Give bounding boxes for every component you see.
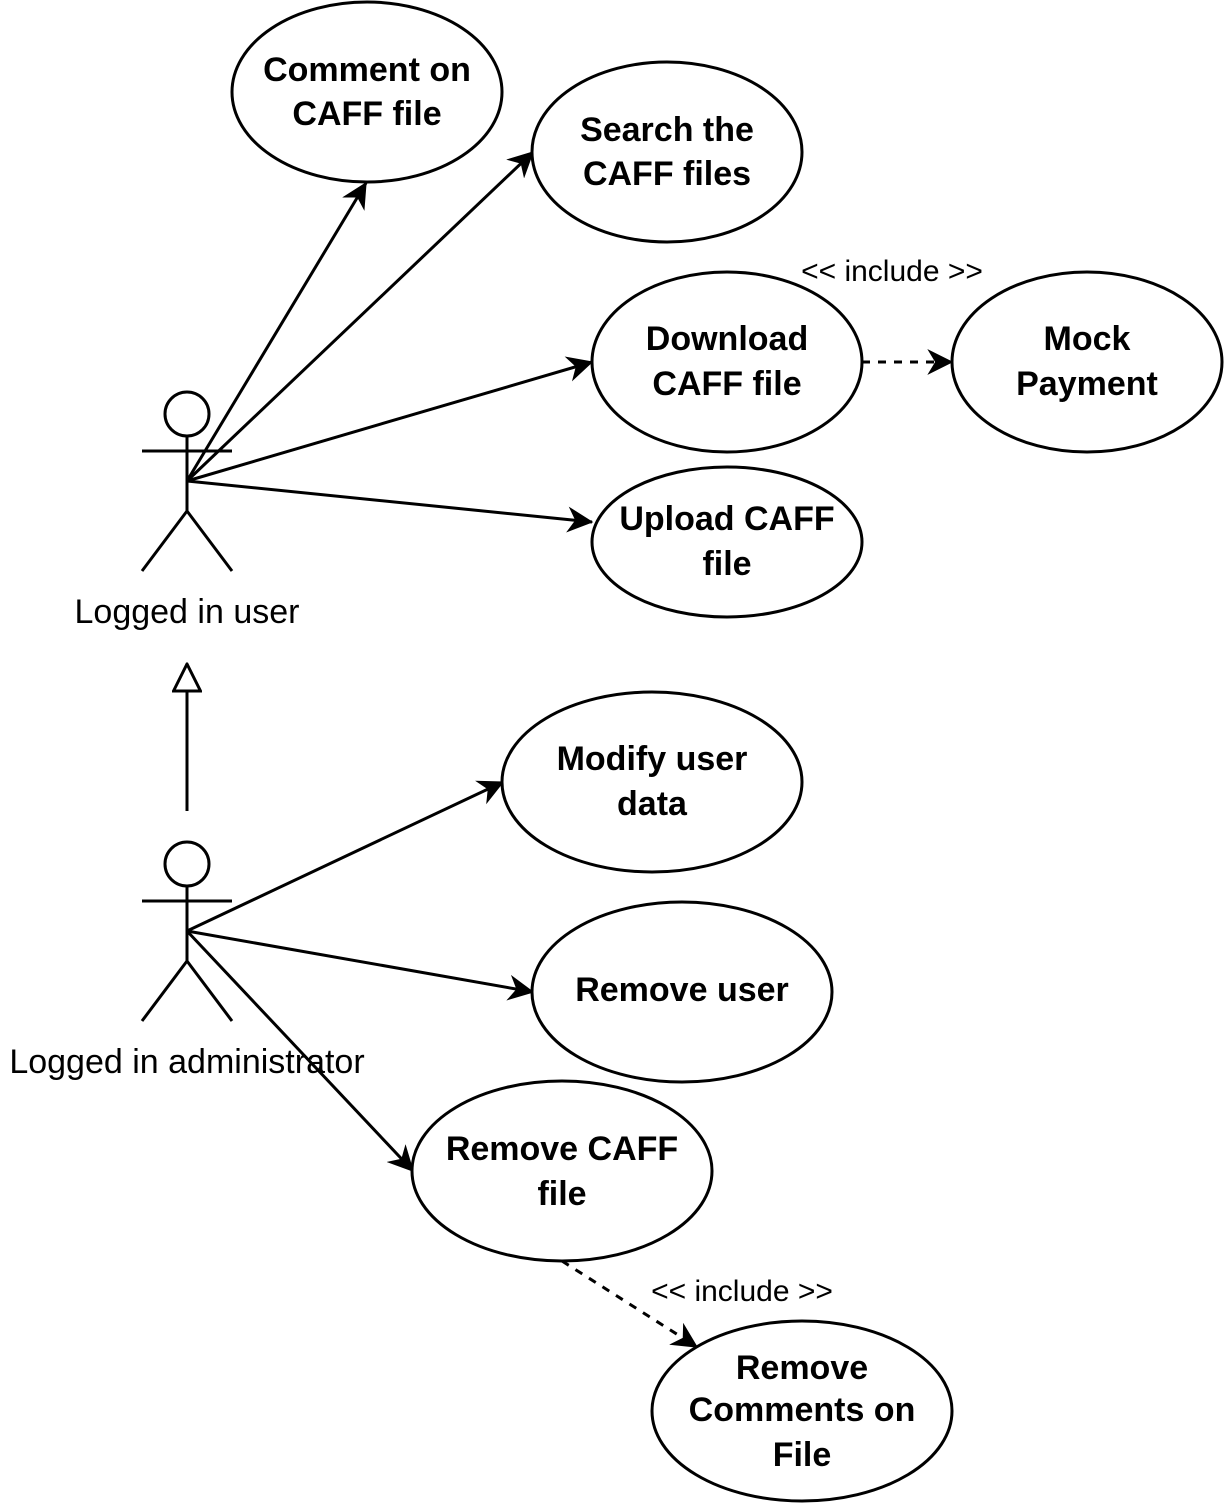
svg-text:Remove user: Remove user [575, 971, 789, 1009]
include-label-comments: << include >> [651, 1275, 833, 1308]
stick-figure-icon [140, 840, 234, 1022]
assoc-admin-remove-user [186, 929, 535, 1001]
assoc-user-upload [186, 479, 594, 533]
actor-label: Logged in administrator [9, 1043, 364, 1081]
assoc-user-search [185, 150, 535, 483]
actor-logged-in-administrator[interactable]: Logged in administrator [9, 840, 365, 1081]
assoc-admin-remove-caff [185, 929, 415, 1173]
usecase-remove-user[interactable]: Remove user [530, 900, 834, 1084]
assoc-user-download [186, 356, 594, 483]
stick-figure-icon [140, 390, 234, 572]
include-label-payment: << include >> [801, 255, 983, 288]
include-comments-arrow [561, 1259, 699, 1349]
assoc-user-comment [185, 181, 368, 482]
actor-label: Logged in user [75, 593, 300, 631]
assoc-admin-modify [186, 780, 505, 933]
actor-logged-in-user[interactable]: Logged in user [75, 390, 300, 631]
